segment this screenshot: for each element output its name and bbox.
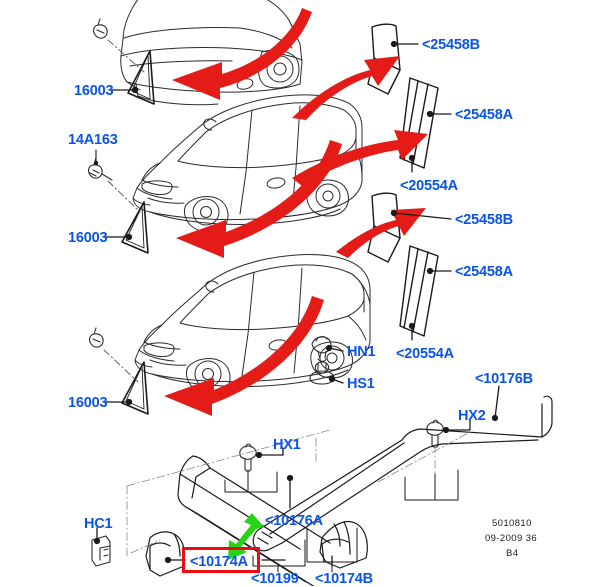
part-clip-14a163 — [88, 157, 113, 181]
part-label-hc1[interactable]: HC1 — [84, 516, 113, 532]
part-label-25458b-top[interactable]: <25458B — [422, 37, 480, 53]
part-triangular-trim-middle — [121, 201, 149, 254]
assembly-direction-arrows — [164, 8, 428, 416]
part-label-16003-middle[interactable]: 16003 — [68, 230, 108, 246]
part-label-hn1[interactable]: HN1 — [347, 344, 376, 360]
part-clip-bottom-trim — [89, 327, 104, 348]
part-label-hs1[interactable]: HS1 — [347, 376, 375, 392]
footer-drawing-number: 5010810 — [492, 518, 532, 529]
part-label-25458a-bottom[interactable]: <25458A — [455, 264, 513, 280]
part-label-hx2[interactable]: HX2 — [458, 408, 486, 424]
part-end-cap-left — [145, 531, 185, 577]
highlight-box-10174a — [182, 547, 260, 573]
part-label-10176a[interactable]: <10176A — [265, 513, 323, 529]
part-label-25458a-top[interactable]: <25458A — [455, 107, 513, 123]
part-clip-top-trim — [93, 18, 108, 39]
footer-sheet-code: B4 — [506, 548, 519, 559]
part-clip-hx2 — [426, 419, 444, 448]
footer-date-code: 09-2009 36 — [485, 533, 538, 544]
part-label-10174b[interactable]: <10174B — [315, 571, 373, 587]
part-label-20554a-bottom[interactable]: <20554A — [396, 346, 454, 362]
part-label-16003-bottom[interactable]: 16003 — [68, 395, 108, 411]
part-label-hx1[interactable]: HX1 — [273, 437, 301, 453]
part-label-10176b[interactable]: <10176B — [475, 371, 533, 387]
part-triangular-trim-bottom — [121, 361, 149, 415]
part-label-20554a-top[interactable]: <20554A — [400, 178, 458, 194]
part-label-10199[interactable]: <10199 — [251, 571, 299, 587]
part-clip-hc1 — [91, 535, 111, 567]
part-clip-hx1 — [239, 443, 257, 472]
part-triangular-trim-top — [127, 50, 155, 105]
part-b-pillar-lower-bottom — [399, 245, 439, 337]
part-end-cap-right — [319, 520, 368, 569]
part-label-10174a-highlighted[interactable]: <10174A — [190, 554, 248, 570]
part-label-25458b-bottom[interactable]: <25458B — [455, 212, 513, 228]
part-label-16003-top[interactable]: 16003 — [74, 83, 114, 99]
part-clip-hn1 — [311, 336, 332, 362]
part-label-14a163[interactable]: 14A163 — [68, 132, 118, 148]
